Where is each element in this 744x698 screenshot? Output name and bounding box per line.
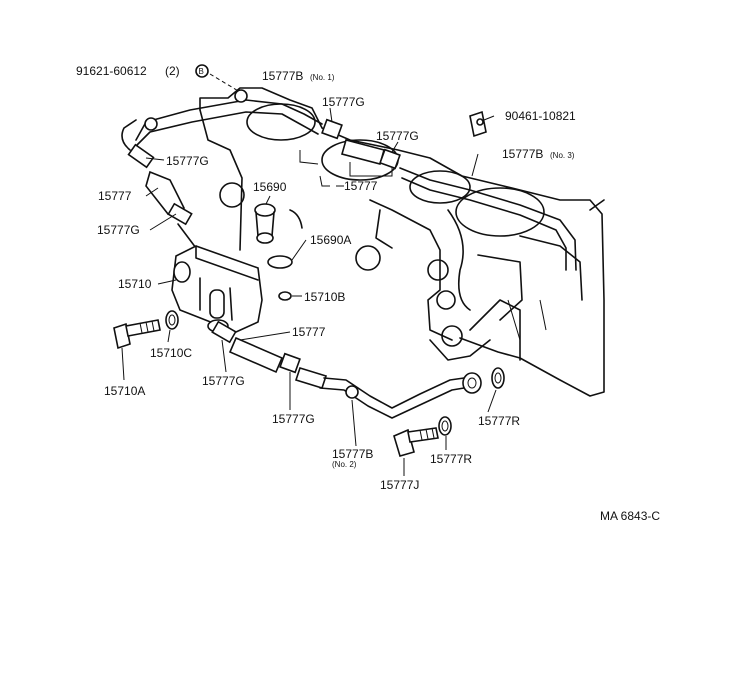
manifold-port-3 [455,187,545,237]
hose-left-chain [121,119,197,249]
label-hose-15777-left: 15777 [98,189,132,203]
label-hose-15777b-no3-sub: (No. 3) [550,151,575,160]
label-oil-separator-15710: 15710 [118,277,152,291]
leader-lines [121,73,497,476]
label-bolt-90461: 90461-10821 [505,109,576,123]
label-clamp-15777g-left-2: 15777G [97,223,140,237]
union-bolt-15777j [393,427,439,457]
hose-lower-chain [211,320,328,389]
label-clamp-15777g-lower-2: 15777G [272,412,315,426]
grommet-15690a [267,255,293,269]
label-bolt-91621-qty: (2) [165,64,180,78]
label-hose-15777-lower: 15777 [292,325,326,339]
label-hose-15777b-no1: 15777B [262,69,303,83]
label-clamp-15777g-lower-1: 15777G [202,374,245,388]
oil-separator-15710 [171,245,263,333]
label-pcv-valve-15690: 15690 [253,180,287,194]
manifold-port-1 [246,103,316,141]
label-grommet-15690a: 15690A [310,233,351,247]
washer-symbol: B [195,64,209,78]
label-bolt-15777j: 15777J [380,478,419,492]
figure-code: MA 6843-C [600,509,660,523]
clamp-15777g-top-1 [321,118,343,140]
label-clamp-15777g-left-1: 15777G [166,154,209,168]
label-clamp-15777g-top-2: 15777G [376,129,419,143]
gasket-15777r-lower [438,416,452,436]
label-hose-15777b-no1-sub: (No. 1) [310,73,335,82]
clamp-15777g-top-2 [379,148,401,170]
label-hose-15777-middle: 15777 [344,179,378,193]
oring-15710b [278,291,292,301]
label-gasket-15777r-lower: 15777R [430,452,472,466]
label-bolt-91621: 91621-60612 [76,64,147,78]
label-hose-15777b-no2: 15777B [332,447,373,461]
hose-15777b-no3 [399,167,577,271]
label-oring-15710b: 15710B [304,290,345,304]
gasket-15777r-right [491,367,505,389]
hose-15777-middle [341,139,385,165]
engine-block-outline [199,87,605,397]
label-clamp-15777g-top-1: 15777G [322,95,365,109]
gasket-15710c [165,310,179,330]
bolt-15710a [113,319,161,350]
bolt-90461 [469,110,487,138]
hose-15777b-no2 [319,372,482,419]
label-hose-15777b-no3: 15777B [502,147,543,161]
pcv-valve-15690 [254,203,303,244]
label-bolt-15710a: 15710A [104,384,145,398]
hose-15777b-no1 [131,89,323,151]
label-gasket-15777r-right: 15777R [478,414,520,428]
label-hose-15777b-no2-sub: (No. 2) [332,460,357,469]
label-gasket-15710c: 15710C [150,346,192,360]
washer-symbol-label: B [199,67,204,76]
